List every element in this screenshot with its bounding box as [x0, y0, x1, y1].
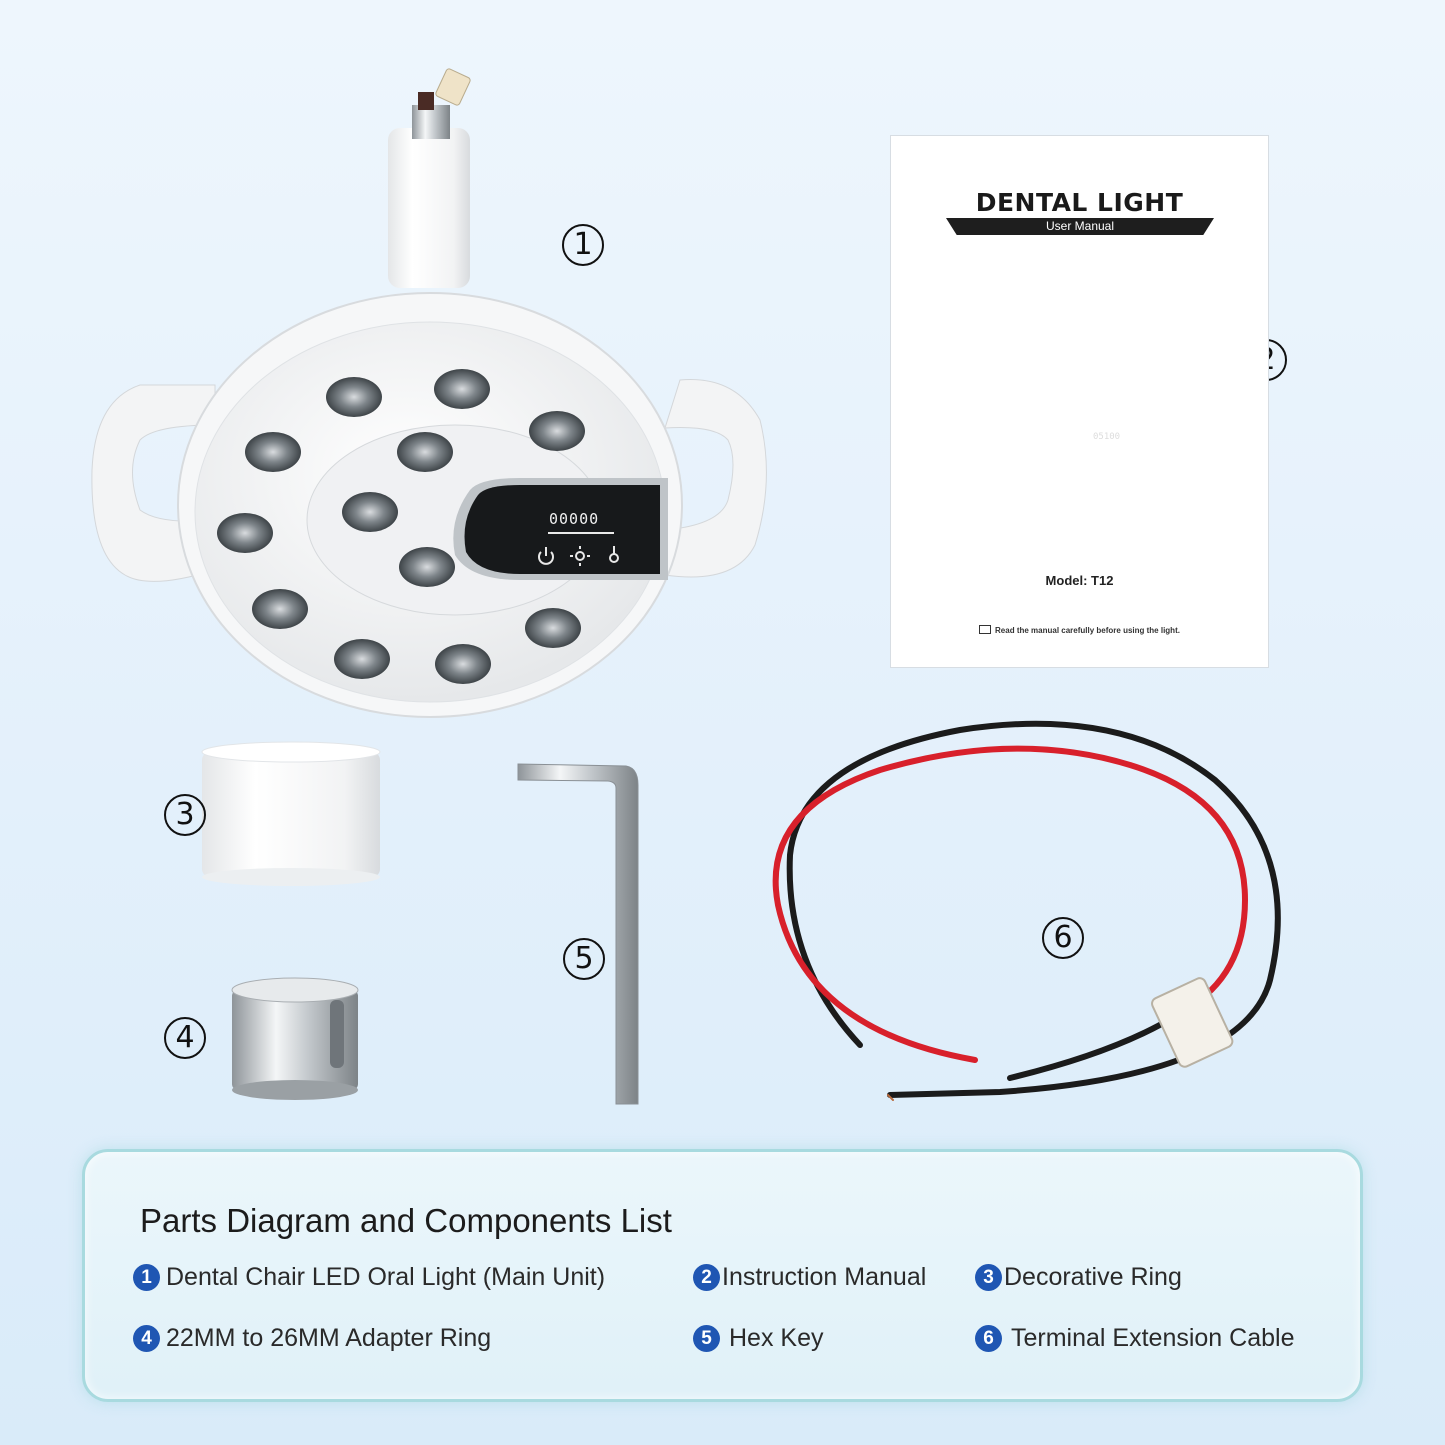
part-number-badge: 1: [133, 1264, 160, 1291]
callout-6: 6: [1042, 917, 1084, 959]
manual-model: Model: T12: [1045, 573, 1114, 588]
part-label: Decorative Ring: [1004, 1263, 1182, 1291]
part-label: 22MM to 26MM Adapter Ring: [166, 1324, 492, 1352]
part-number-badge: 6: [975, 1325, 1002, 1352]
callout-4: 4: [164, 1017, 206, 1059]
manual-note-text: Read the manual carefully before using t…: [995, 626, 1180, 635]
power-icon: [538, 547, 554, 565]
adapter-ring: [231, 977, 359, 1100]
extension-cable: [772, 720, 1281, 1101]
callout-5: 5: [563, 938, 605, 980]
part-number-badge: 2: [693, 1264, 720, 1291]
lamp-display-readout: 00000: [549, 510, 600, 528]
part-item-4: 4 22MM to 26MM Adapter Ring: [133, 1324, 491, 1353]
callout-3: 3: [164, 794, 206, 836]
lamp-main-unit: [91, 68, 767, 718]
part-label: Terminal Extension Cable: [1011, 1324, 1295, 1352]
book-icon: [979, 625, 992, 634]
part-item-5: 5 Hex Key: [693, 1324, 823, 1353]
decorative-ring: [201, 741, 381, 886]
part-number-badge: 3: [975, 1264, 1002, 1291]
led-lens-array: [217, 369, 585, 684]
manual-display-readout: 05100: [1093, 432, 1121, 442]
part-label: Dental Chair LED Oral Light (Main Unit): [166, 1263, 606, 1291]
part-item-2: 2 Instruction Manual: [693, 1263, 926, 1292]
manual-subtitle: User Manual: [946, 218, 1214, 235]
part-number-badge: 5: [693, 1325, 720, 1352]
part-label: Instruction Manual: [722, 1263, 927, 1291]
manual-title: DENTAL LIGHT: [975, 188, 1184, 217]
part-label: Hex Key: [729, 1324, 824, 1352]
callout-1: 1: [562, 224, 604, 266]
panel-title: Parts Diagram and Components List: [140, 1202, 672, 1239]
temperature-icon: [609, 546, 619, 563]
part-number-badge: 4: [133, 1325, 160, 1352]
instruction-manual: DENTAL LIGHT User Manual 05100 Model: T1…: [890, 135, 1269, 668]
manual-note: Read the manual carefully before using t…: [891, 625, 1268, 635]
part-item-6: 6 Terminal Extension Cable: [975, 1324, 1294, 1353]
components-panel: Parts Diagram and Components List 1 Dent…: [82, 1149, 1363, 1402]
hex-key: [517, 763, 639, 1105]
part-item-1: 1 Dental Chair LED Oral Light (Main Unit…: [133, 1263, 605, 1292]
brightness-icon: [570, 546, 590, 566]
part-item-3: 3 Decorative Ring: [975, 1263, 1182, 1292]
